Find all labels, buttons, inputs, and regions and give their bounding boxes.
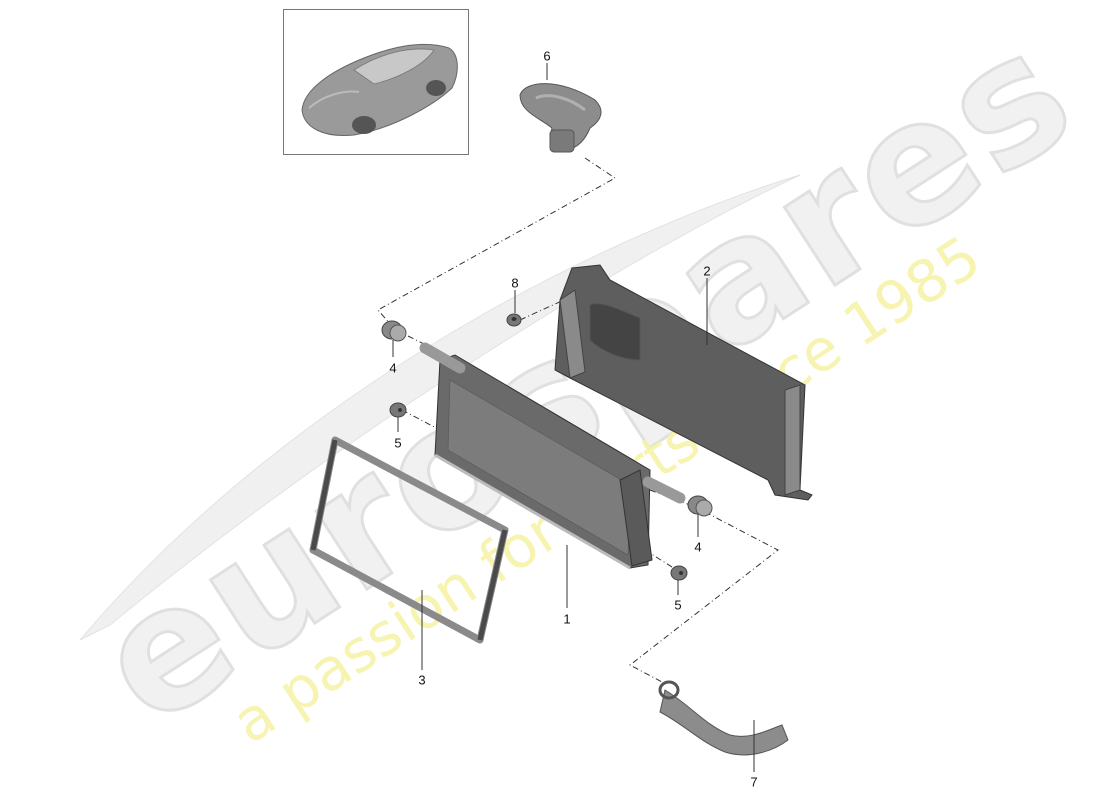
callout-7[interactable]: 7: [750, 774, 758, 790]
watermark-swoosh: [79, 174, 801, 641]
part-4-lower-sleeve[interactable]: [687, 495, 713, 517]
car-thumbnail-icon: [301, 43, 458, 137]
part-3-frame-seal[interactable]: [309, 436, 509, 644]
callout-1[interactable]: 1: [563, 611, 571, 627]
callout-6[interactable]: 6: [543, 48, 551, 64]
part-1-radiator[interactable]: [419, 342, 686, 570]
part-5-lower-bushing[interactable]: [670, 565, 688, 581]
callout-5-upper[interactable]: 5: [394, 435, 402, 451]
part-8-nut[interactable]: [506, 313, 522, 327]
callout-2[interactable]: 2: [703, 263, 711, 279]
leader-lines: [392, 63, 755, 772]
callout-8[interactable]: 8: [511, 275, 519, 291]
part-2-shroud[interactable]: [554, 264, 813, 501]
callout-4-lower[interactable]: 4: [694, 539, 702, 555]
callout-3[interactable]: 3: [418, 672, 426, 688]
vehicle-thumbnail: [283, 9, 469, 155]
part-4-upper-sleeve[interactable]: [381, 320, 407, 342]
part-7-lower-hose[interactable]: [658, 680, 789, 756]
part-6-upper-hose[interactable]: [519, 83, 602, 153]
part-5-upper-bushing[interactable]: [389, 402, 407, 418]
callout-5-lower[interactable]: 5: [674, 597, 682, 613]
callout-4-upper[interactable]: 4: [389, 360, 397, 376]
